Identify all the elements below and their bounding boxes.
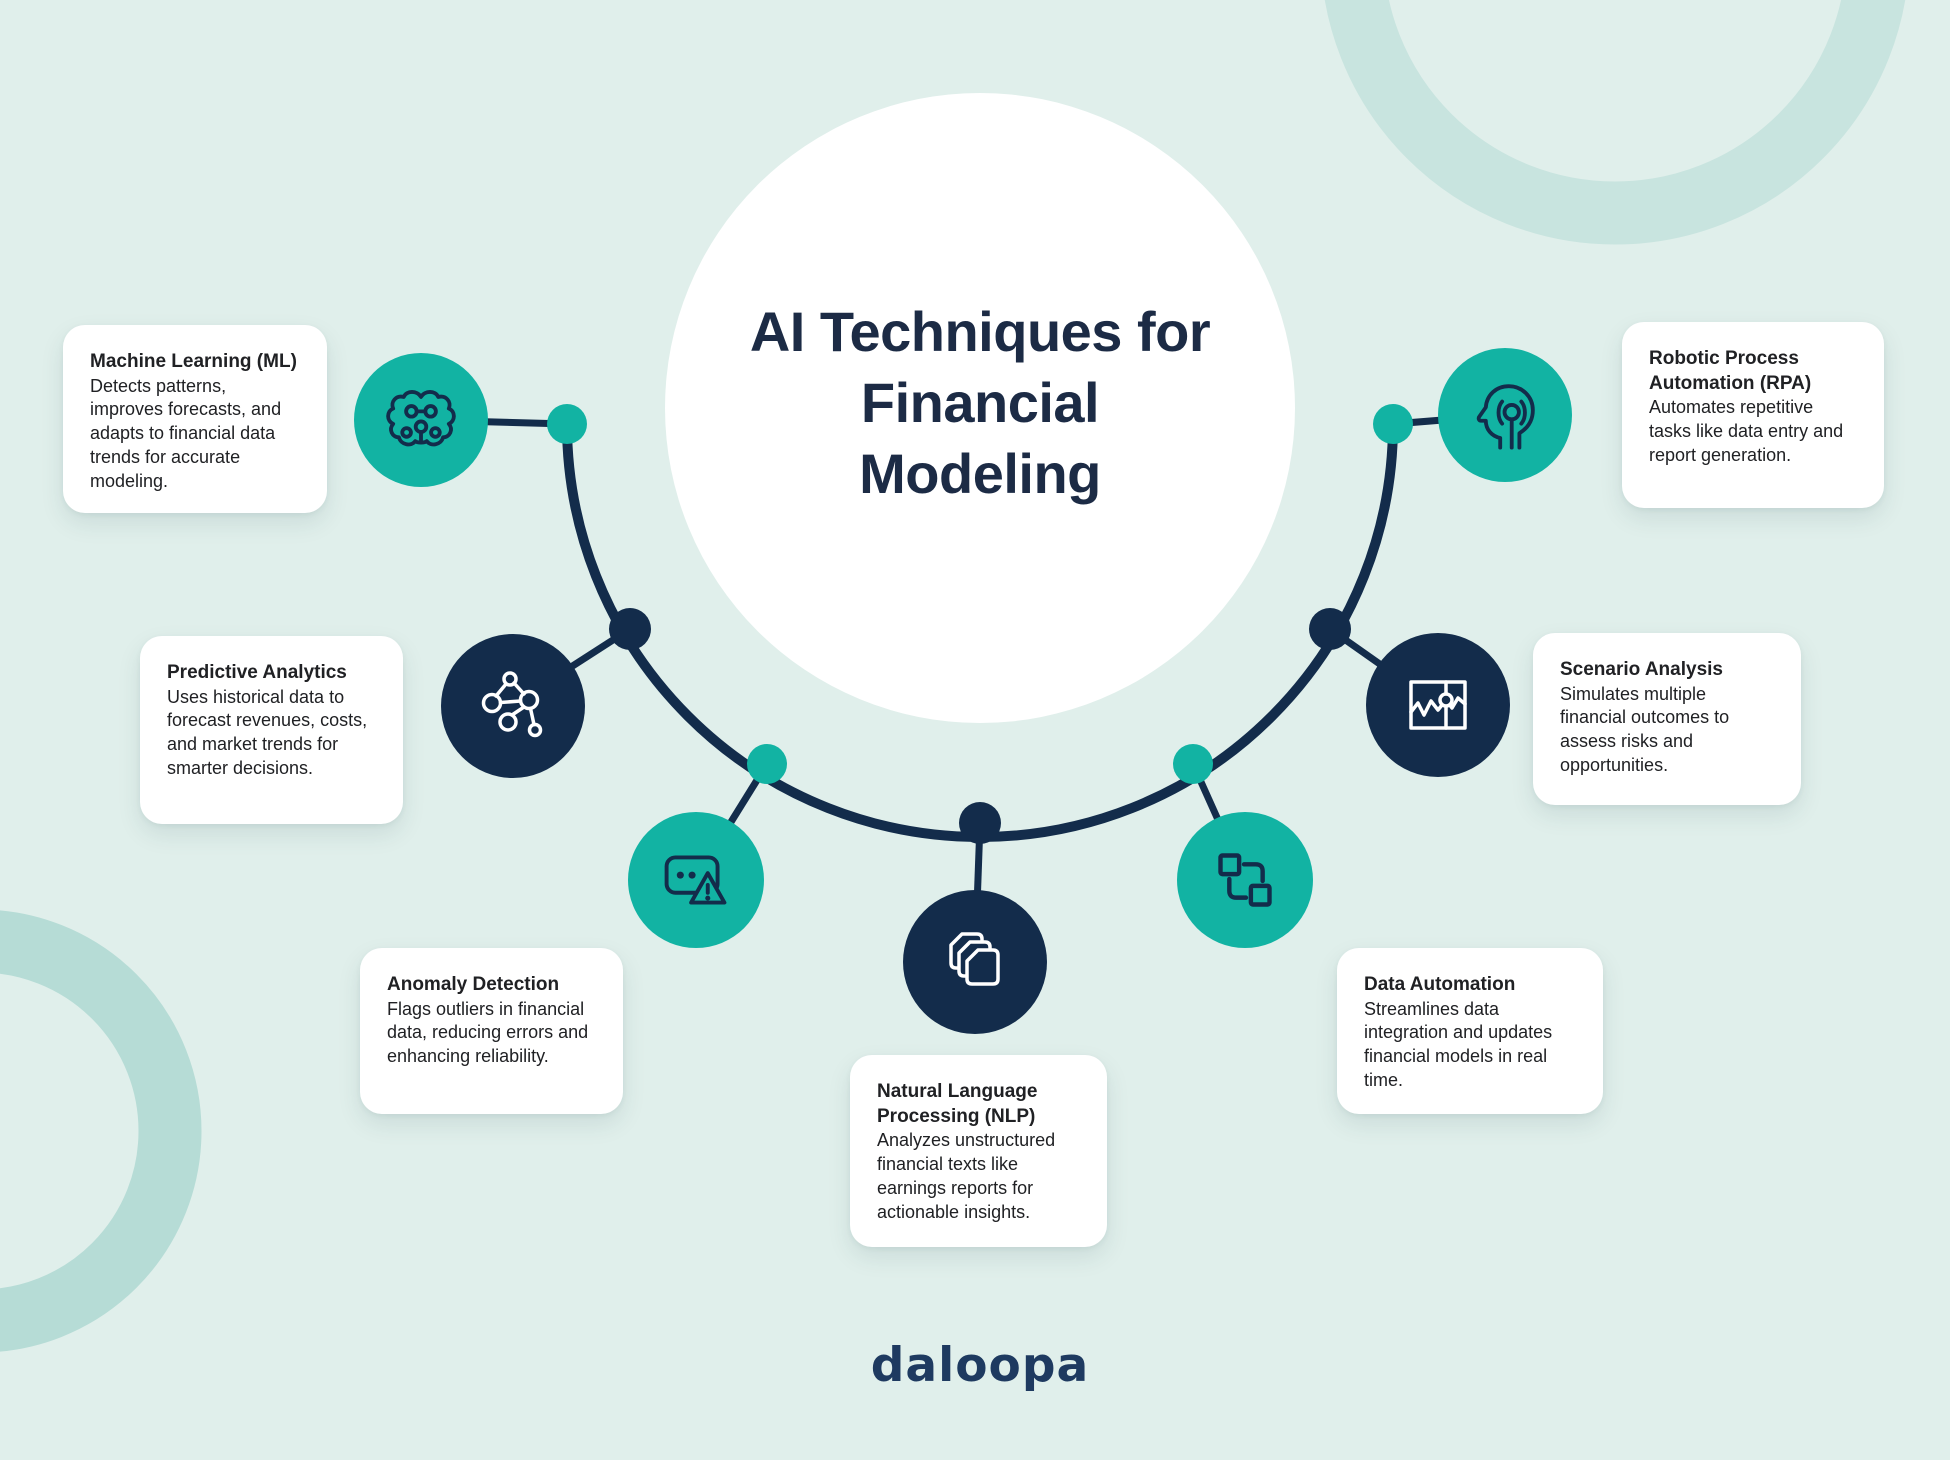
head-signal-icon [1476,384,1535,450]
arc-dot-teal [1173,744,1213,784]
card-predictive-analytics: Predictive Analytics Uses historical dat… [140,636,403,824]
node-scenario-analysis [1366,633,1510,777]
network-graph-icon [481,671,543,738]
center-circle [665,93,1295,723]
daloopa-logo: daloopa [870,1338,1090,1393]
card-title: Scenario Analysis [1560,659,1723,680]
card-description: Simulates multiple financial outcomes to… [1560,683,1730,775]
page-title: AI Techniques for Financial Modeling [749,300,1211,506]
arc-dot-teal [747,744,787,784]
node-natural-language-processing [903,890,1047,1034]
arc-dot-navy [1309,608,1351,650]
node-predictive-analytics [441,634,585,778]
card-anomaly-detection: Anomaly Detection Flags outliers in fina… [360,948,623,1114]
node-machine-learning [354,353,488,487]
card-description: Flags outliers in financial data, reduci… [387,998,589,1067]
card-description: Automates repetitive tasks like data ent… [1649,397,1844,465]
decorative-ring-bottom-left [0,910,202,1352]
card-title: Anomaly Detection [387,974,560,995]
node-data-automation [1177,812,1313,948]
stacked-documents-icon [949,932,1000,986]
card-description: Analyzes unstructured financial texts li… [877,1130,1056,1222]
card-scenario-analysis: Scenario Analysis Simulates multiple fin… [1533,633,1801,805]
brain-icon [386,390,456,447]
arc-dot-teal [547,404,587,444]
card-machine-learning: Machine Learning (ML) Detects patterns, … [63,325,327,513]
card-title: Machine Learning (ML) [90,351,297,372]
node-robotic-process-automation [1438,348,1572,482]
card-description: Uses historical data to forecast revenue… [167,686,368,778]
card-description: Detects patterns, improves forecasts, an… [90,375,282,491]
arc-dot-navy [609,608,651,650]
sync-squares-icon [1218,853,1272,907]
arc-dot-teal [1373,404,1413,444]
card-title: Data Automation [1364,974,1516,995]
decorative-ring-top-right [1324,0,1906,245]
card-natural-language-processing: Natural Language Processing (NLP) Analyz… [850,1055,1107,1247]
card-data-automation: Data Automation Streamlines data integra… [1337,948,1603,1114]
card-robotic-process-automation: Robotic Process Automation (RPA) Automat… [1622,322,1884,508]
card-title: Natural Language Processing (NLP) [877,1081,1038,1127]
arc-node-dots [547,404,1413,844]
card-title: Predictive Analytics [167,662,347,683]
arc-dot-navy [959,802,1001,844]
alert-message-icon [664,855,727,905]
card-description: Streamlines data integration and updates… [1364,998,1553,1090]
line-chart-icon [1409,680,1467,730]
node-anomaly-detection [628,812,764,948]
card-title: Robotic Process Automation (RPA) [1649,348,1812,394]
